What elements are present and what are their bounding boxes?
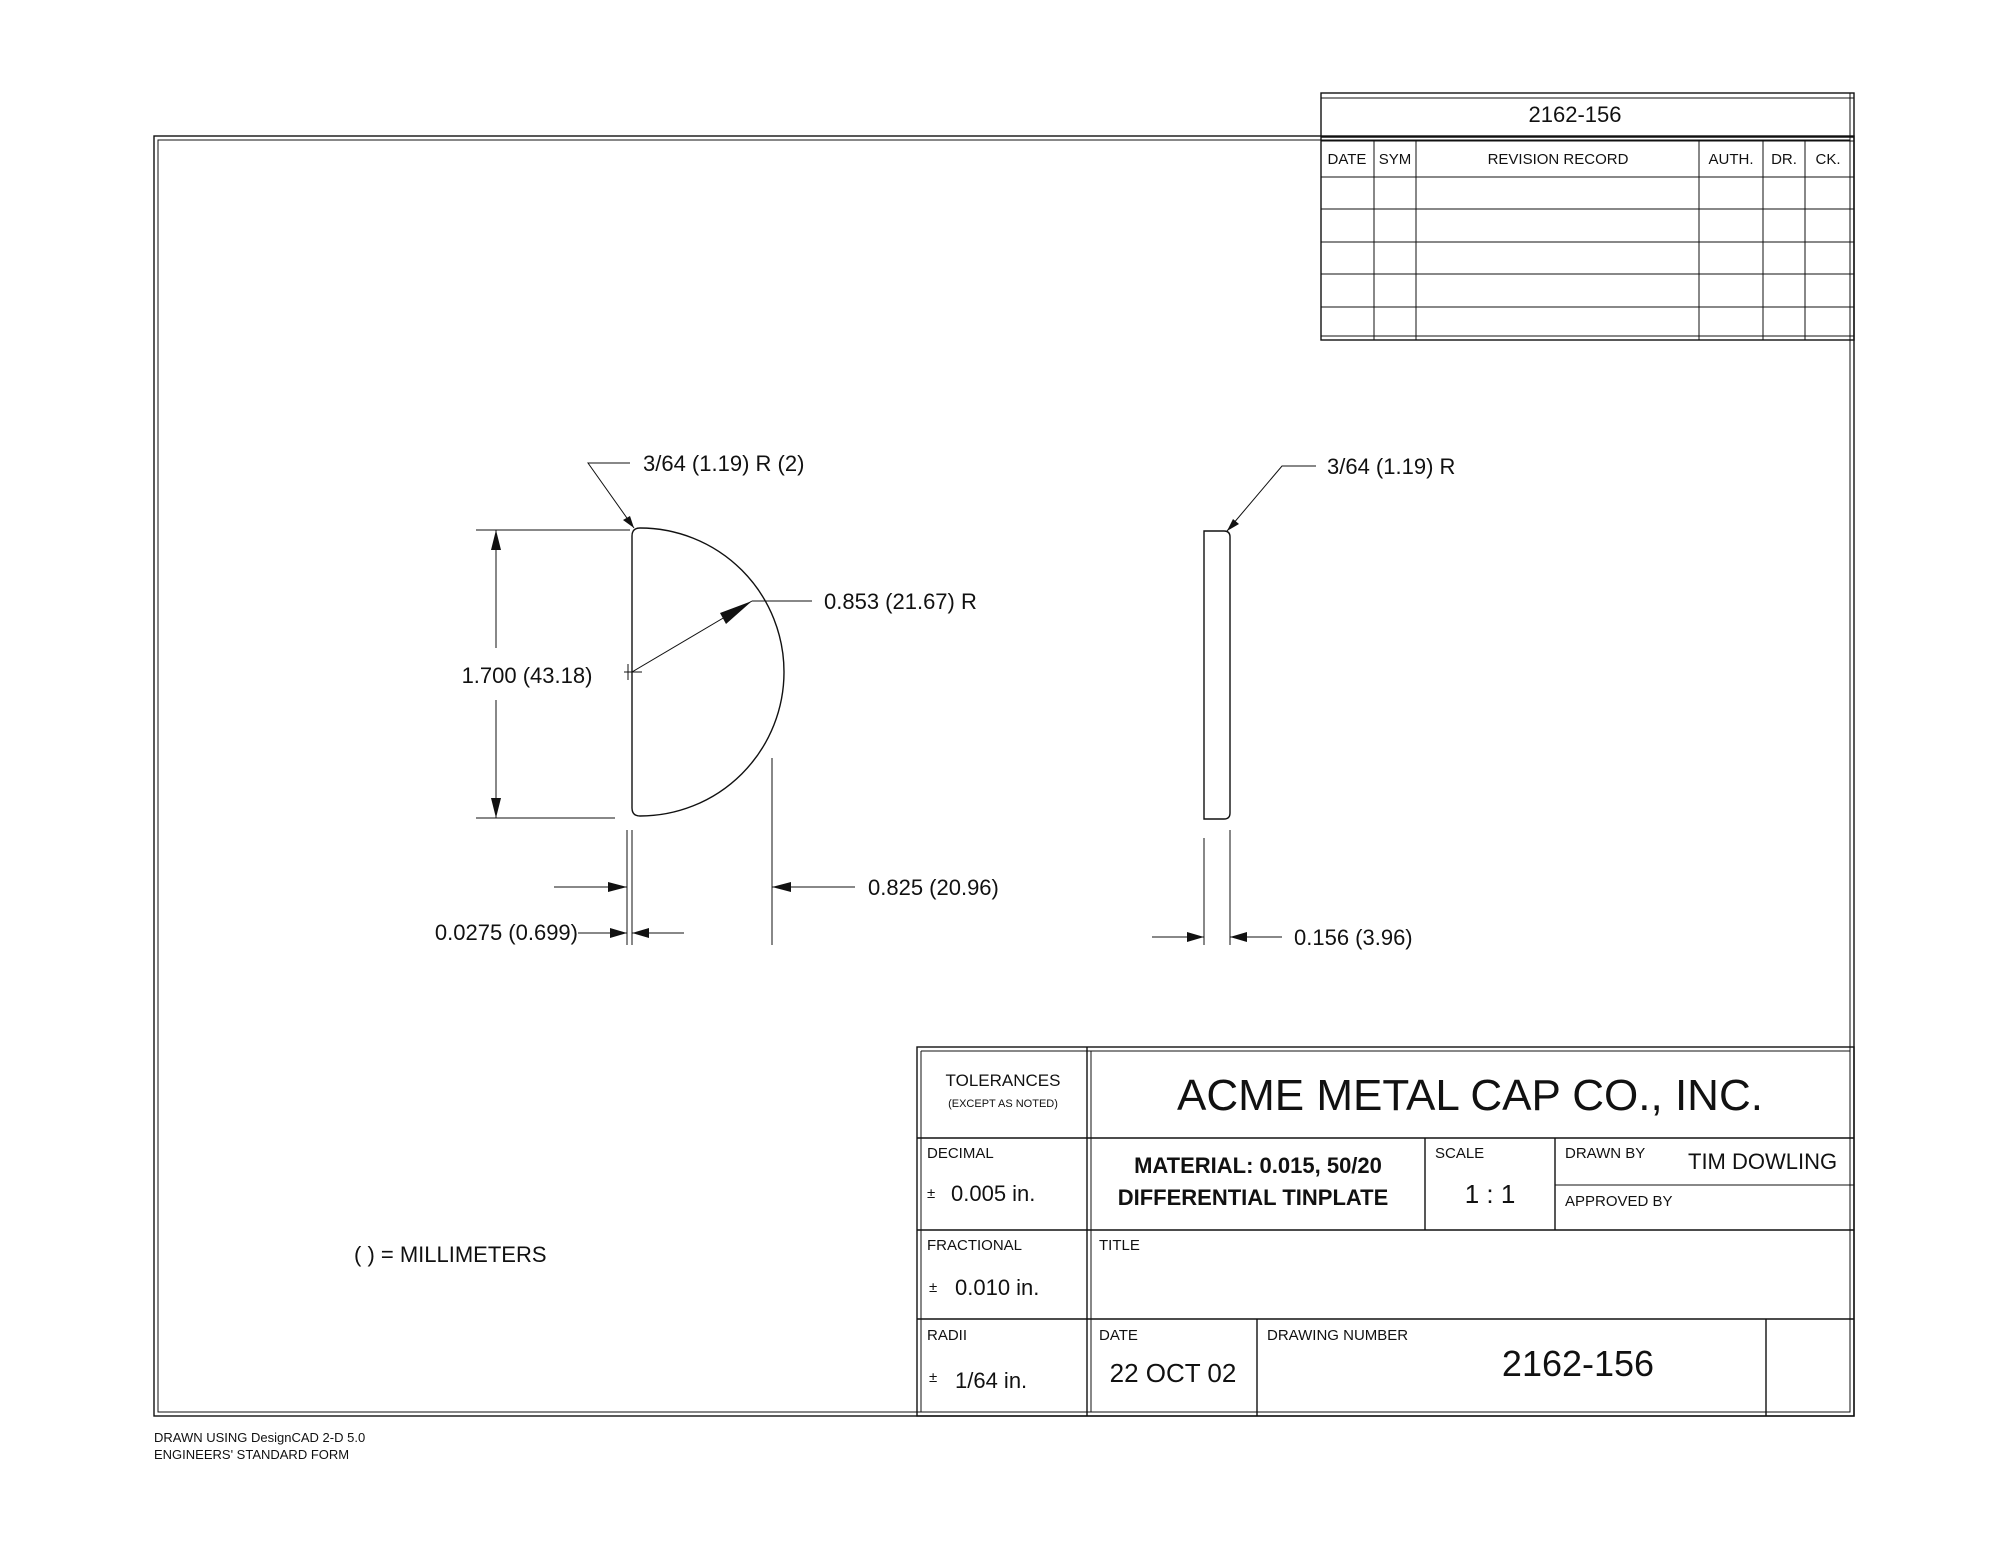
rev-header-sym: SYM <box>1379 151 1412 168</box>
part-outline-side <box>1203 530 1231 820</box>
drawn-by-label: DRAWN BY <box>1565 1145 1645 1162</box>
radii-plus-minus: ± <box>929 1369 937 1386</box>
footer-line1: DRAWN USING DesignCAD 2-D 5.0 <box>154 1430 365 1445</box>
fractional-plus-minus: ± <box>929 1279 937 1296</box>
leader-corner-radius-left <box>587 462 635 529</box>
rev-header-dr: DR. <box>1771 151 1797 168</box>
rev-header-auth: AUTH. <box>1709 151 1754 168</box>
leader-arc-radius <box>631 600 812 673</box>
approved-by-label: APPROVED BY <box>1565 1193 1673 1210</box>
revision-block: 2162-156 DATE SYM REVISION RECORD AUTH. … <box>1320 92 1855 341</box>
side-view: 3/64 (1.19) R 0.156 (3.96) <box>1152 454 1455 950</box>
dim-thickness: 0.0275 (0.699) <box>435 920 578 945</box>
radii-value: 1/64 in. <box>955 1368 1027 1393</box>
material-line1: MATERIAL: 0.015, 50/20 <box>1134 1153 1382 1178</box>
dim-thickness-lines <box>578 928 684 938</box>
dim-side-thickness: 0.156 (3.96) <box>1294 925 1413 950</box>
dim-width: 0.825 (20.96) <box>868 875 999 900</box>
dim-corner-radius-left: 3/64 (1.19) R (2) <box>643 451 804 476</box>
company-name: ACME METAL CAP CO., INC. <box>1177 1071 1763 1120</box>
fractional-label: FRACTIONAL <box>927 1237 1022 1254</box>
material-line2: DIFFERENTIAL TINPLATE <box>1118 1185 1389 1210</box>
rev-header-ck: CK. <box>1815 151 1840 168</box>
title-label: TITLE <box>1099 1237 1140 1254</box>
dim-corner-radius-right: 3/64 (1.19) R <box>1327 454 1455 479</box>
dim-height-lines <box>476 529 630 819</box>
title-block <box>916 1046 1855 1417</box>
dim-width-lines <box>554 882 855 892</box>
decimal-value: 0.005 in. <box>951 1181 1035 1206</box>
date-label: DATE <box>1099 1327 1138 1344</box>
drawing-number-value: 2162-156 <box>1502 1343 1654 1384</box>
tolerances-note: (EXCEPT AS NOTED) <box>948 1098 1058 1110</box>
decimal-plus-minus: ± <box>927 1185 935 1202</box>
date-value: 22 OCT 02 <box>1110 1358 1237 1388</box>
fractional-value: 0.010 in. <box>955 1275 1039 1300</box>
scale-value: 1 : 1 <box>1465 1179 1516 1209</box>
dim-height: 1.700 (43.18) <box>462 663 593 688</box>
front-view: 3/64 (1.19) R (2) 0.853 (21.67) R 1.700 … <box>435 451 999 945</box>
part-outline-front <box>631 527 785 817</box>
rev-header-record: REVISION RECORD <box>1488 151 1629 168</box>
revision-block-number: 2162-156 <box>1529 102 1622 127</box>
drawn-by-value: TIM DOWLING <box>1688 1149 1837 1174</box>
scale-label: SCALE <box>1435 1145 1484 1162</box>
rev-header-date: DATE <box>1328 151 1367 168</box>
dim-arc-radius: 0.853 (21.67) R <box>824 589 977 614</box>
units-note: ( ) = MILLIMETERS <box>354 1242 547 1267</box>
sheet-border <box>153 135 1855 1417</box>
decimal-label: DECIMAL <box>927 1145 994 1162</box>
dim-side-thickness-lines <box>1152 932 1282 942</box>
radii-label: RADII <box>927 1327 967 1344</box>
footer-line2: ENGINEERS' STANDARD FORM <box>154 1447 349 1462</box>
drawing-number-label: DRAWING NUMBER <box>1267 1327 1408 1344</box>
leader-corner-radius-right <box>1226 465 1316 532</box>
tolerances-label: TOLERANCES <box>946 1071 1061 1090</box>
